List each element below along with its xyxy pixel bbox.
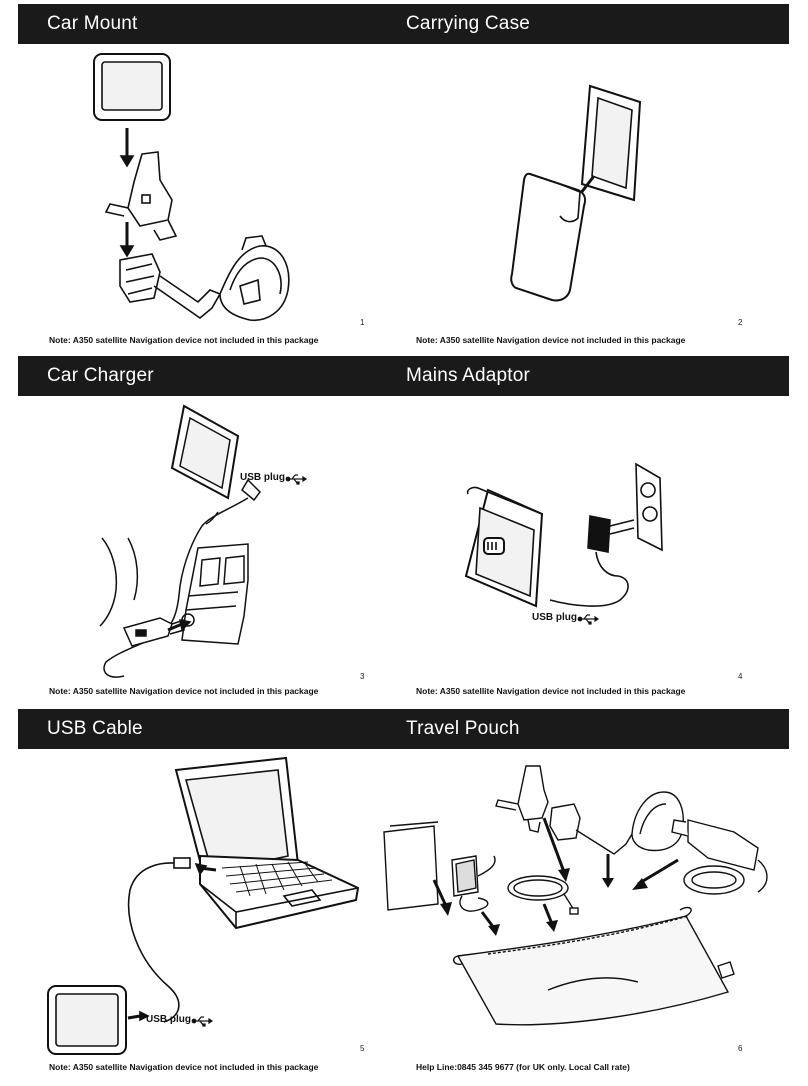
usb-plug-label: USB plug bbox=[240, 472, 285, 483]
note-text: Note: A350 satellite Navigation device n… bbox=[49, 335, 319, 345]
mains-adaptor-illustration bbox=[464, 462, 663, 608]
usb-cable-illustration bbox=[47, 756, 360, 1055]
travel-pouch-illustration bbox=[383, 765, 768, 1026]
section-title-carrying-case: Carrying Case bbox=[406, 13, 531, 34]
usb-icon bbox=[285, 474, 308, 485]
section-title-car-charger: Car Charger bbox=[47, 365, 154, 386]
note-text: Note: A350 satellite Navigation device n… bbox=[416, 686, 686, 696]
page-number: 3 bbox=[360, 672, 365, 681]
usb-plug-label: USB plug bbox=[532, 612, 577, 623]
page-number: 5 bbox=[360, 1044, 365, 1053]
help-line-text: Help Line:0845 345 9677 (for UK only. Lo… bbox=[416, 1062, 630, 1072]
usb-icon bbox=[577, 614, 600, 625]
header-bar-row-3: USB Cable Travel Pouch bbox=[18, 709, 789, 749]
section-title-car-mount: Car Mount bbox=[47, 13, 138, 34]
carrying-case-illustration bbox=[510, 84, 642, 302]
header-bar-row-2: Car Charger Mains Adaptor bbox=[18, 356, 789, 396]
section-title-mains-adaptor: Mains Adaptor bbox=[406, 365, 531, 386]
usb-plug-label: USB plug bbox=[146, 1014, 191, 1025]
section-title-travel-pouch: Travel Pouch bbox=[406, 718, 520, 739]
section-title-usb-cable: USB Cable bbox=[47, 718, 143, 739]
page-number: 4 bbox=[738, 672, 743, 681]
note-text: Note: A350 satellite Navigation device n… bbox=[49, 686, 319, 696]
page-number: 1 bbox=[360, 318, 365, 327]
note-text: Note: A350 satellite Navigation device n… bbox=[49, 1062, 319, 1072]
page-number: 2 bbox=[738, 318, 743, 327]
car-charger-illustration bbox=[99, 404, 261, 678]
usb-icon bbox=[191, 1016, 214, 1027]
header-bar-row-1: Car Mount Carrying Case bbox=[18, 4, 789, 44]
car-mount-illustration bbox=[93, 53, 290, 321]
page-number: 6 bbox=[738, 1044, 743, 1053]
note-text: Note: A350 satellite Navigation device n… bbox=[416, 335, 686, 345]
